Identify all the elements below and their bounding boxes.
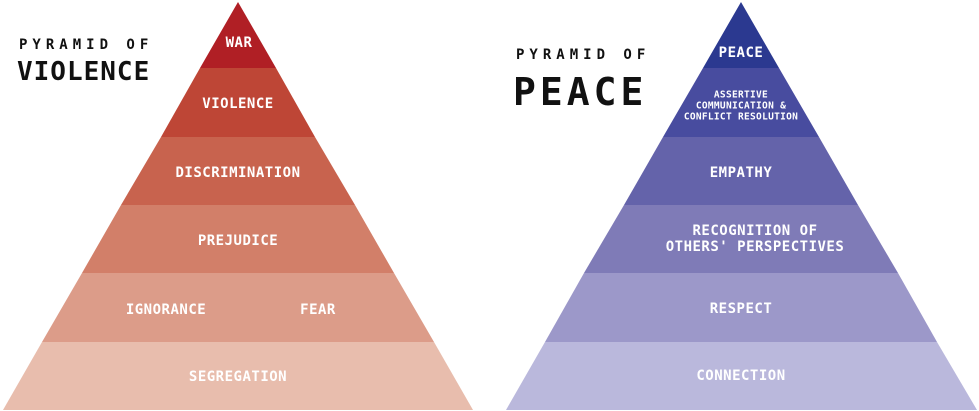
peace-pyramid	[506, 2, 977, 410]
violence-band-segregation	[3, 342, 473, 410]
violence-label-war: WAR	[225, 34, 253, 51]
peace-band-recognition	[584, 205, 898, 273]
violence-label-segregation: SEGREGATION	[188, 368, 288, 385]
peace-label-assertive-line2: COMMUNICATION &	[695, 100, 787, 112]
peace-label-respect: RESPECT	[709, 300, 773, 317]
violence-band-discrimination	[121, 137, 355, 205]
violence-label-ignorance: IGNORANCE	[125, 301, 207, 318]
violence-band-war	[200, 2, 276, 68]
violence-band-violence	[161, 68, 315, 137]
peace-label-recognition: RECOGNITION OF OTHERS' PERSPECTIVES	[666, 223, 845, 255]
violence-title: VIOLENCE	[17, 57, 151, 87]
peace-label-recognition-line1: RECOGNITION OF	[692, 222, 818, 239]
peace-label-connection: CONNECTION	[696, 367, 786, 384]
peace-label-recognition-line2: OTHERS' PERSPECTIVES	[665, 239, 845, 255]
peace-band-peace	[703, 2, 779, 68]
violence-pyramid	[3, 2, 473, 410]
peace-band-assertive	[663, 68, 819, 137]
peace-title-prefix: PYRAMID OF	[516, 47, 651, 63]
violence-title-prefix: PYRAMID OF	[19, 37, 154, 53]
peace-label-assertive: ASSERTIVE COMMUNICATION & CONFLICT RESOL…	[683, 89, 799, 124]
peace-band-connection	[506, 342, 977, 410]
peace-label-empathy: EMPATHY	[709, 164, 773, 181]
peace-title: PEACE	[513, 70, 648, 114]
violence-label-prejudice: PREJUDICE	[197, 232, 279, 249]
violence-label-violence: VIOLENCE	[202, 95, 274, 112]
peace-label-assertive-line1: ASSERTIVE	[713, 89, 769, 101]
peace-band-empathy	[624, 137, 858, 205]
peace-label-assertive-line3: CONFLICT RESOLUTION	[683, 111, 799, 123]
peace-band-respect	[545, 273, 937, 342]
violence-band-ignorance-fear	[42, 273, 434, 342]
violence-label-discrimination: DISCRIMINATION	[175, 164, 301, 181]
violence-label-fear: FEAR	[300, 301, 336, 318]
peace-label-peace: PEACE	[718, 44, 764, 61]
violence-band-prejudice	[82, 205, 394, 273]
